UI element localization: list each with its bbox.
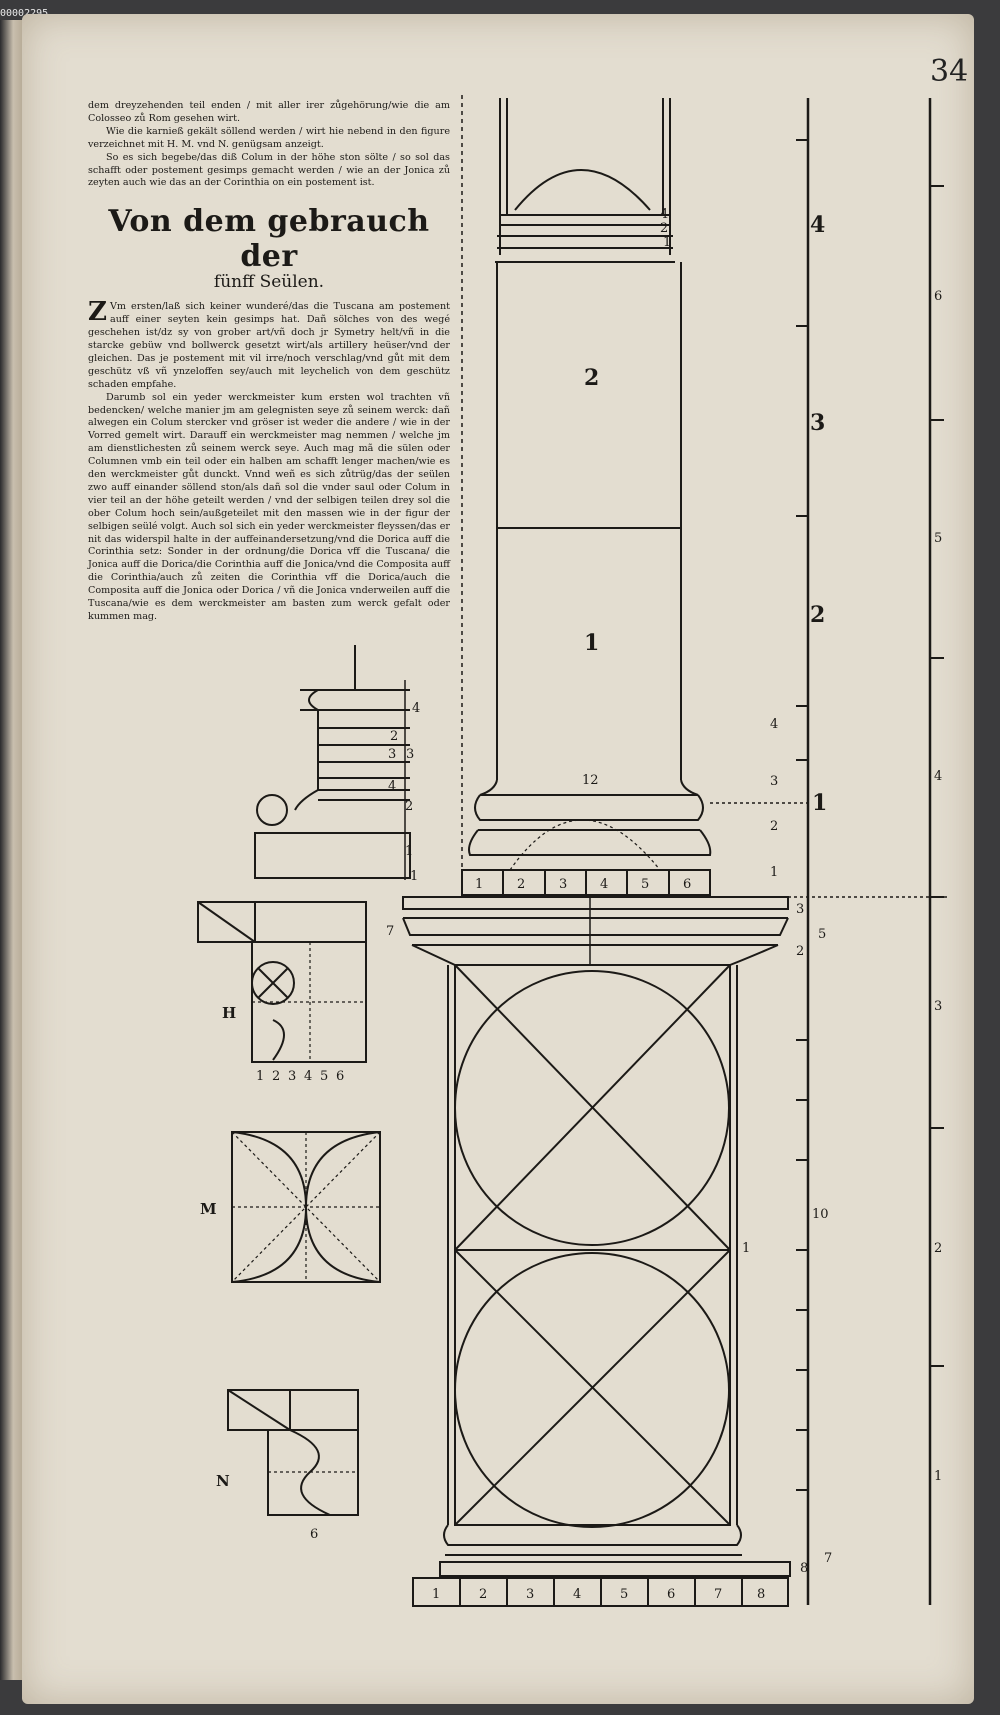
moulding-profile [254,645,411,880]
h-scale-number: 4 [304,1069,312,1084]
ruler1-label: 4 [770,717,778,732]
h-scale-number: 1 [256,1069,264,1084]
capital-fillet-label: 2 [660,221,668,236]
ruler2-label: 1 [934,1469,942,1484]
drop-initial: Z [88,297,107,328]
left-page-edge [0,20,22,1680]
figure-m [231,1131,381,1283]
ruler1-label: 10 [812,1207,829,1222]
text-column: dem dreyzehenden teil enden / mit aller … [88,100,450,624]
ruler1-label: 2 [770,819,778,834]
figure-n [227,1389,359,1516]
ruler2-label: 6 [934,289,942,304]
pedestal-label: 1 [742,1241,750,1256]
scan-id-label: 00002295 [0,8,49,19]
profile-number: 2 [390,729,398,744]
ruler1-label: 3 [810,410,825,436]
plinth-scale-number: 1 [432,1587,440,1602]
section-subheading: fünff Seülen. [213,272,325,293]
plinth-label: 8 [800,1561,808,1576]
plinth-scale-number: 7 [714,1587,722,1602]
column-base [461,794,712,896]
figure-h-letter: H [222,1004,236,1022]
figure-m-letter: M [200,1200,217,1218]
base-scale-number: 5 [641,877,649,892]
base-scale-number: 1 [475,877,483,892]
plinth-scale-number: 8 [757,1587,765,1602]
ruler2-label: 3 [934,999,942,1014]
base-scale-number: 3 [559,877,567,892]
h-scale-number: 2 [272,1069,280,1084]
intro-line: dem dreyzehenden teil enden / mit aller … [88,100,450,124]
base-scale-number: 4 [600,877,608,892]
ruler2-label: 2 [934,1241,942,1256]
capital-fillet-label: 4 [660,207,668,222]
column-shaft [479,98,699,796]
intro-line: So es sich begebe/das diß Colum in der h… [88,151,450,189]
capital-fillet-label: 1 [663,235,671,250]
profile-number: 2 [405,799,413,814]
body-paragraph: Vm ersten/laß sich keiner wunderé/das di… [88,301,450,390]
pedestal-die [447,964,738,1528]
plinth-label: 7 [824,1551,832,1566]
pedestal-cornice [402,896,789,966]
ruler1-label: 1 [770,865,778,880]
pedestal-plinth [412,1524,791,1607]
plinth-scale-number: 5 [620,1587,628,1602]
cornice-label: 2 [796,944,804,959]
neck-label: 12 [582,773,599,788]
plinth-scale-number: 2 [479,1587,487,1602]
h-scale-number: 5 [320,1069,328,1084]
profile-number: 1 [405,844,413,859]
base-scale-number: 2 [517,877,525,892]
ruler1-label: 2 [810,602,825,628]
profile-number: 1 [410,869,418,884]
ruler2-label: 4 [934,769,942,784]
h-scale-number: 3 [288,1069,296,1084]
profile-number: 4 [388,779,396,794]
profile-number: 4 [412,701,420,716]
profile-number: 3 [406,747,414,762]
intro-line: Wie die karnieß gekält söllend werden / … [88,125,450,150]
folio-number: 34 [930,54,969,89]
base-scale-number: 6 [683,877,691,892]
cornice-label: 5 [818,927,826,942]
cornice-label: 3 [796,902,804,917]
shaft-upper-label: 2 [584,365,599,391]
section-heading: Von dem gebrauch der [108,204,430,275]
plinth-scale-number: 4 [573,1587,581,1602]
ruler1-label: 1 [812,790,827,816]
ruler1-label: 4 [810,212,825,238]
plinth-scale-number: 6 [667,1587,675,1602]
profile-number: 3 [388,747,396,762]
cornice-label: 7 [386,924,394,939]
shaft-lower-label: 1 [584,630,599,656]
ruler2-label: 5 [934,531,942,546]
h-scale-number: 6 [336,1069,344,1084]
figure-n-letter: N [216,1472,230,1490]
plinth-scale-number: 3 [526,1587,534,1602]
ruler-ticks [796,139,944,1491]
body-paragraph: Darumb sol ein yeder werckmeister kum er… [88,391,450,622]
ruler1-label: 3 [770,774,778,789]
figure-h [197,901,367,1063]
n-marker-number: 6 [310,1527,318,1542]
